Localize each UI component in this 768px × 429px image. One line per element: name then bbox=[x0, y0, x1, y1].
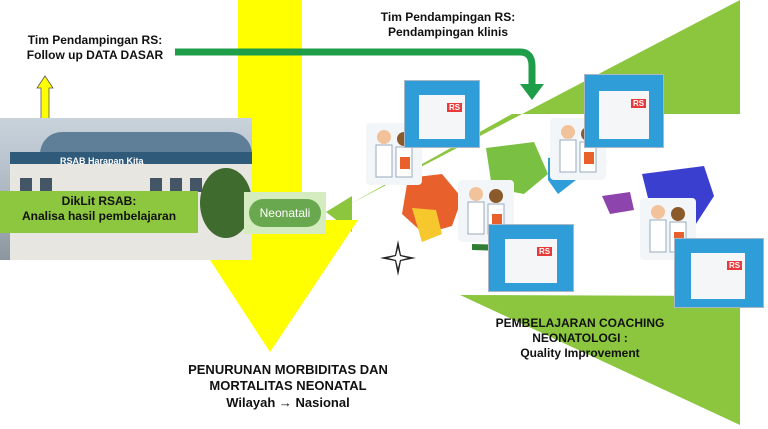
hospital-building-photo: RSAB Harapan Kita bbox=[0, 118, 252, 260]
neonatali-oval: Neonatali bbox=[249, 199, 321, 227]
neonatali-panel: Neonatali bbox=[244, 192, 326, 234]
clinical-arrow bbox=[175, 48, 536, 86]
outcome-down-arrow bbox=[184, 0, 358, 352]
hospital-icon: RS bbox=[404, 80, 480, 148]
outcome-label: PENURUNAN MORBIDITAS DAN MORTALITAS NEON… bbox=[188, 362, 388, 410]
doctor-icon bbox=[550, 118, 606, 180]
clinical-arrow-head bbox=[520, 84, 544, 100]
building-sign: RSAB Harapan Kita bbox=[60, 156, 144, 166]
compass-rose-icon bbox=[380, 240, 416, 276]
hospital-icon: RS bbox=[584, 74, 664, 148]
diklit-box: DikLit RSAB: Analisa hasil pembelajaran bbox=[0, 191, 198, 233]
hospital-icon: RS bbox=[674, 238, 764, 308]
coaching-label: PEMBELAJARAN COACHING NEONATOLOGI : Qual… bbox=[495, 316, 665, 360]
clinical-support-label: Tim Pendampingan RS: Pendampingan klinis bbox=[380, 10, 516, 39]
follow-up-label: Tim Pendampingan RS: Follow up DATA DASA… bbox=[26, 33, 164, 62]
hospital-icon: RS bbox=[488, 224, 574, 292]
